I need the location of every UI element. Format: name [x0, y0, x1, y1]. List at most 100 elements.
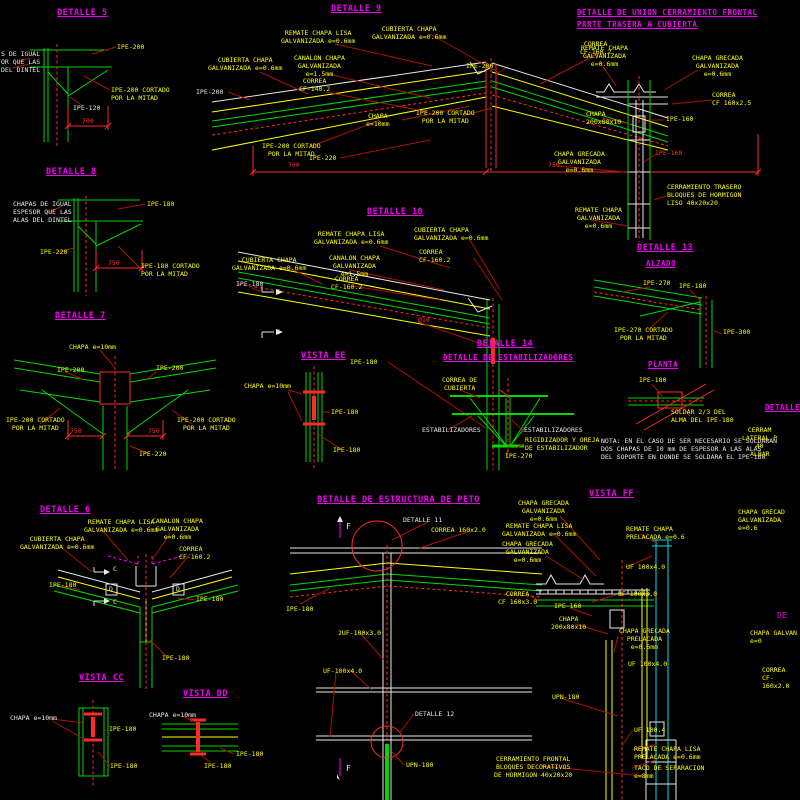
detalle-union-label: REMATE CHAPA GALVANIZADA e=0.6mm [575, 206, 622, 231]
detalle-6-label: CORREA CF-160.2 [179, 545, 211, 562]
detalle-14-label: ESTABILIZADORES [422, 426, 481, 434]
detalle-14-label: IPE-270 [505, 452, 533, 460]
detalle-14-label: CORREA DE CUBIERTA [442, 376, 478, 393]
detalle-5-label: IPE-120 [73, 104, 101, 112]
detalle-union-label: CHAPA 200x80x10 [586, 110, 622, 127]
detalle-9-label: REMATE CHAPA LISA GALVANIZADA e=0.6mm [281, 29, 356, 46]
detalle-peto-label: IPE-180 [286, 605, 314, 613]
vista-ee-linework [287, 366, 343, 468]
detalle-union-label: CERRAMIENTO TRASERO BLOQUES DE HORMIGON … [667, 183, 742, 208]
detalle-13-label: IPE-270 [643, 279, 671, 287]
detalle-peto-title: DETALLE DE ESTRUCTURA DE PETO [317, 495, 480, 505]
detalle-union-label: CHAPA GRECADA GALVANIZADA e=0.6mm [554, 150, 605, 175]
edge-title-fragment: DE [777, 611, 787, 620]
detalle-6-label: IPE-180 [196, 595, 224, 603]
vista-ff-label: REMATE CHAPA PRELACADA e=0.6 [626, 525, 685, 542]
detalle-10-label: CUBIERTA CHAPA GALVANIZADA e=0.6mm [414, 226, 489, 243]
vista-ff-label: UPN-180 [552, 693, 580, 701]
section-mark-d: D [109, 585, 113, 593]
detalle-union-label: IPE-160 [655, 149, 683, 157]
detalle-union-label: IPE-160 [666, 115, 694, 123]
vista-ff-linework [529, 515, 677, 800]
detalle-13-nota: NOTA: EN EL CASO DE SER NECESARIO SE SOL… [601, 437, 778, 462]
vista-cc-linework [51, 700, 111, 786]
detalle-6-label: IPE-180 [49, 581, 77, 589]
detalle-10-label: Ø10 [418, 316, 430, 324]
detalle-7-linework [13, 349, 217, 470]
detalle-peto-label: UPN-180 [406, 761, 434, 769]
detalle-8-label: IPE-180 CORTADO POR LA MITAD [141, 262, 200, 279]
detalle-union-title-2: PARTE TRASERA A CUBIERTA [577, 20, 698, 29]
detalle-9-dim: 750 [548, 161, 560, 169]
detalle-5-label: IPE-200 CORTADO POR LA MITAD [111, 86, 170, 103]
detalle-9-linework [211, 33, 762, 176]
detalle-13-title: DETALLE 13 [637, 243, 694, 253]
detalle-6-label: CANALON CHAPA GALVANIZADA e=0.6mm [152, 517, 203, 542]
section-mark-e: E [276, 328, 280, 336]
vista-dd-label: CHAPA e=10mm [149, 711, 196, 719]
detalle-14-label: RIGIDIZADOR Y OREJA DE ESTABILIZADOR [525, 436, 600, 453]
detalle-13-label: IPE-180 [679, 282, 707, 290]
detalle-9-label: CHAPA e=10mm [366, 112, 390, 129]
vista-ee-title: VISTA EE [301, 351, 346, 361]
detalle-6-title: DETALLE 6 [40, 505, 91, 515]
detalle-13-linework [593, 279, 723, 431]
section-mark-f: F [346, 522, 351, 531]
detalle-5-label: IPE-200 [117, 43, 145, 51]
detalle-7-dim: 750 [148, 427, 160, 435]
detalle-10-linework [237, 239, 503, 470]
vista-ee-label: CHAPA e=10mm [244, 382, 291, 390]
detalle-9-label: CUBIERTA CHAPA GALVANIZADA e=0.6mm [208, 56, 283, 73]
detalle-13-label: IPE-180 [639, 376, 667, 384]
detalle-9-label: IPE-200 CORTADO POR LA MITAD [416, 109, 475, 126]
detalle-peto-label: DETALLE 11 [403, 516, 443, 524]
detalle-14-title: DETALLE 14 [477, 339, 534, 349]
vista-cc-label: IPE-180 [109, 725, 137, 733]
detalle-7-label: IPE-200 CORTADO POR LA MITAD [177, 416, 236, 433]
vista-ff-label: IPE-160 [554, 602, 582, 610]
detalle-c-title: DETALLE C [765, 403, 800, 412]
vista-ff-label: UF 100x4.0 [626, 563, 666, 571]
vista-ff-label: CHAPA 200x80x10 [551, 615, 587, 632]
detalle-5-title: DETALLE 5 [57, 8, 108, 18]
vista-cc-label: CHAPA e=10mm [10, 714, 57, 722]
detalle-14-subtitle: DETALLE DE ESTABILIZADORES [443, 353, 574, 362]
detalle-union-title-1: DETALLE DE UNION CERRAMIENTO FRONTAL [577, 8, 758, 17]
detalle-7-title: DETALLE 7 [55, 311, 106, 321]
detalle-9-label: IPE-200 [196, 88, 224, 96]
detalle-9-label: IPE-200 [466, 62, 494, 70]
detalle-8-label: IPE-180 [147, 200, 175, 208]
detalle-14-label: ESTABILIZADORES [524, 426, 583, 434]
vista-ff-label: CHAPA GRECADA GALVANIZADA e=0.6mm [502, 540, 553, 565]
detalle-9-title: DETALLE 9 [331, 4, 382, 14]
vista-dd-label: IPE-180 [236, 750, 264, 758]
detalle-union-label: CHAPA GRECADA GALVANIZADA e=0.6mm [692, 54, 743, 79]
edge-label: CERRAM LATERAL P 40 [742, 426, 778, 451]
detalle-10-label: IPE-180 [236, 280, 264, 288]
detalle-9-label: CUBIERTA CHAPA GALVANIZADA e=0.6mm [372, 25, 447, 42]
detalle-peto-linework [289, 516, 543, 800]
edge-label: CORREA CF-160x2.0 [762, 666, 790, 691]
detalle-10-title: DETALLE 10 [367, 207, 424, 217]
section-mark-d: D [176, 585, 180, 593]
vista-ff-label: CERRAMIENTO FRONTAL BLOQUES DECORATIVOS … [494, 755, 573, 780]
detalle-8-title: DETALLE 8 [46, 167, 97, 177]
edge-label: CHAPA GALVAN e=0 [750, 629, 797, 646]
vista-ff-label: CHAPA GRECADA PRELACADA e=0.6mm [619, 627, 670, 652]
detalle-9-label: CORREA CF-140.2 [299, 77, 331, 94]
vista-ff-title: VISTA FF [589, 489, 634, 499]
vista-ff-label: UF 100x3.0 [618, 590, 658, 598]
detalle-8-label: IPE-220 [40, 248, 68, 256]
detalle-peto-label: 2UF-100x3.0 [338, 629, 382, 637]
detalle-13-planta: PLANTA [648, 360, 679, 369]
detalle-union-label: CORREA CF 160x2.5 [712, 91, 752, 108]
detalle-6-label: IPE-180 [162, 654, 190, 662]
vista-cc-title: VISTA CC [79, 673, 124, 683]
detalle-7-label: IPE-200 [156, 364, 184, 372]
detalle-6-linework [53, 529, 239, 692]
detalle-8-linework [45, 196, 146, 296]
detalle-13-label: IPE-270 CORTADO POR LA MITAD [614, 326, 673, 343]
detalle-10-label: CANALON CHAPA GALVANIZADA e=1.5mm [329, 254, 380, 279]
